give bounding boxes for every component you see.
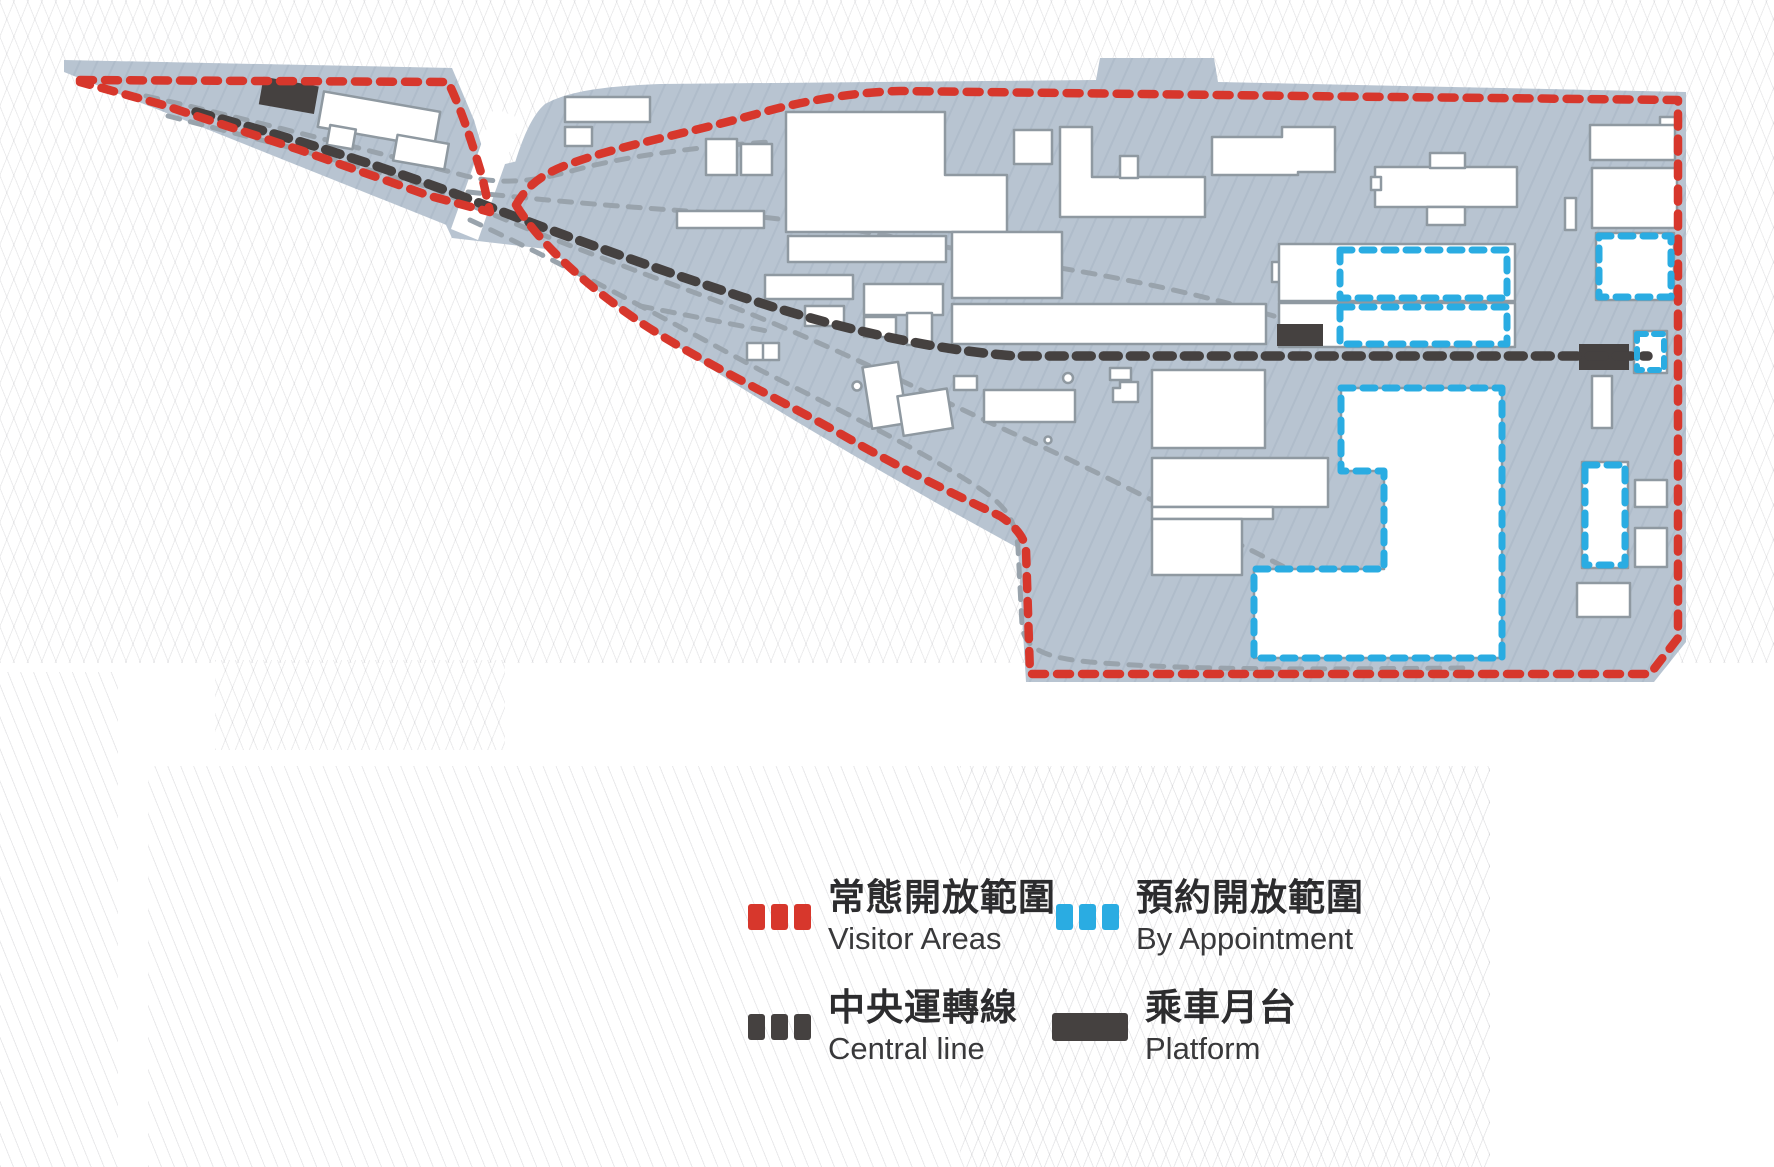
legend-label-zh: 乘車月台 xyxy=(1145,987,1297,1028)
legend-label-en: Platform xyxy=(1145,1031,1261,1066)
hatch-bottom-left xyxy=(0,672,118,1167)
legend-label-zh: 中央運轉線 xyxy=(828,987,1018,1028)
legend-item-central-line: 中央運轉線 Central line xyxy=(748,986,1018,1068)
platform-wedge xyxy=(258,76,319,115)
buildings xyxy=(258,76,1679,660)
facility-map xyxy=(64,58,1686,682)
central-line xyxy=(191,107,1653,361)
legend-item-by-appointment: 預約開放範圍 By Appointment xyxy=(1056,876,1364,958)
wedge-buildings xyxy=(258,76,451,171)
legend-label-en: Central line xyxy=(828,1031,985,1066)
legend-label-zh: 常態開放範圍 xyxy=(828,877,1056,918)
legend-label-en: Visitor Areas xyxy=(828,921,1002,956)
legend-item-platform: 乘車月台 Platform xyxy=(1052,986,1297,1068)
legend-item-visitor-areas: 常態開放範圍 Visitor Areas xyxy=(748,876,1056,958)
visitor-area-boundary xyxy=(75,75,1683,679)
hatch-bottom-main xyxy=(148,766,1490,1167)
hatch-bottom-cross xyxy=(960,766,1490,1167)
visitor-area-boundary-icon xyxy=(748,904,811,930)
appointment-area-icon xyxy=(1056,904,1119,930)
appointment-areas xyxy=(1250,232,1675,662)
legend-label-zh: 預約開放範圍 xyxy=(1136,877,1364,918)
platform-icon xyxy=(1052,1013,1128,1041)
central-line-icon xyxy=(748,1014,811,1040)
legend-label-en: By Appointment xyxy=(1136,921,1354,956)
